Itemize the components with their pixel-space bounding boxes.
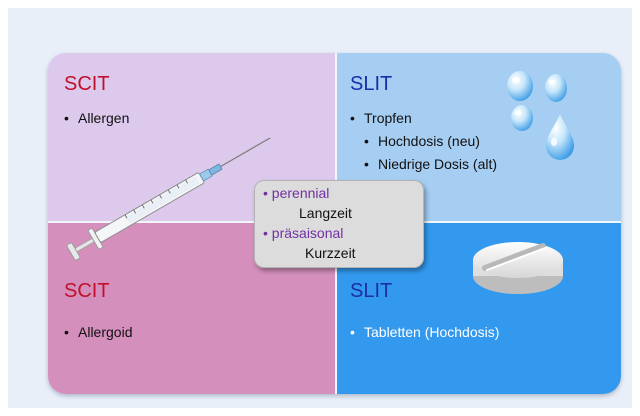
slide-background: SCIT •Allergen SLIT •Tropfen •Hochdosis … bbox=[8, 8, 632, 408]
duration-callout: • perennial Langzeit • präsaisonal Kurzz… bbox=[254, 180, 424, 268]
tablet-icon bbox=[463, 230, 573, 300]
quadrant-title: SLIT bbox=[350, 73, 392, 96]
bullet: • bbox=[350, 324, 364, 340]
list-item: •Tabletten (Hochdosis) bbox=[350, 324, 499, 340]
item-label: Tropfen bbox=[364, 110, 412, 126]
quadrant-title: SCIT bbox=[64, 280, 110, 303]
bullet: • bbox=[263, 225, 268, 241]
list-item: •Allergen bbox=[64, 110, 129, 126]
water-drops-icon bbox=[498, 68, 582, 168]
bullet: • bbox=[364, 156, 378, 172]
callout-item-perennial: • perennial bbox=[263, 185, 329, 201]
quadrant-title: SCIT bbox=[64, 73, 110, 96]
perennial-label: perennial bbox=[272, 185, 330, 201]
syringe-icon bbox=[56, 138, 286, 268]
list-item: •Allergoid bbox=[64, 324, 132, 340]
quadrant-title: SLIT bbox=[350, 280, 392, 303]
seasonal-sublabel: Kurzzeit bbox=[305, 245, 356, 261]
list-item: •Niedrige Dosis (alt) bbox=[364, 156, 497, 172]
item-label: Allergen bbox=[78, 110, 129, 126]
item-label: Allergoid bbox=[78, 324, 132, 340]
perennial-sublabel: Langzeit bbox=[299, 205, 352, 221]
bullet: • bbox=[364, 133, 378, 149]
bullet: • bbox=[64, 110, 78, 126]
bullet: • bbox=[350, 110, 364, 126]
list-item: •Tropfen bbox=[350, 110, 412, 126]
item-label: Tabletten (Hochdosis) bbox=[364, 324, 499, 340]
callout-item-seasonal: • präsaisonal bbox=[263, 225, 343, 241]
list-item: •Hochdosis (neu) bbox=[364, 133, 480, 149]
item-label: Hochdosis (neu) bbox=[378, 133, 480, 149]
seasonal-label: präsaisonal bbox=[272, 225, 344, 241]
item-label: Niedrige Dosis (alt) bbox=[378, 156, 497, 172]
bullet: • bbox=[64, 324, 78, 340]
bullet: • bbox=[263, 185, 268, 201]
